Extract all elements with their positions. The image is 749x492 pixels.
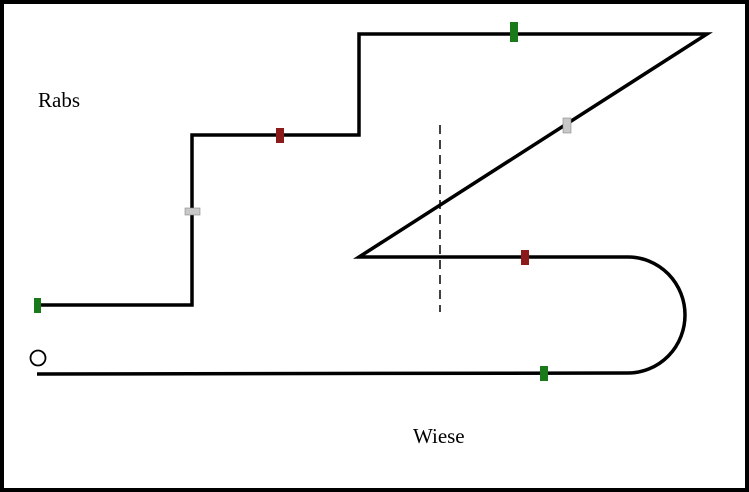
circle-icon — [29, 349, 47, 367]
signal-red[interactable] — [276, 128, 284, 143]
area-label-wiese: Wiese — [413, 424, 465, 448]
area-label-rabs: Rabs — [38, 88, 80, 112]
signal-green[interactable] — [510, 22, 518, 42]
track-loop — [627, 255, 687, 375]
signal-gray[interactable] — [562, 117, 572, 134]
track-lower — [36, 371, 629, 376]
signal-gray[interactable] — [184, 207, 201, 216]
track-upper — [35, 32, 713, 307]
signal-red[interactable] — [521, 250, 529, 265]
signal-green[interactable] — [540, 366, 548, 381]
signal-green[interactable] — [34, 298, 41, 313]
